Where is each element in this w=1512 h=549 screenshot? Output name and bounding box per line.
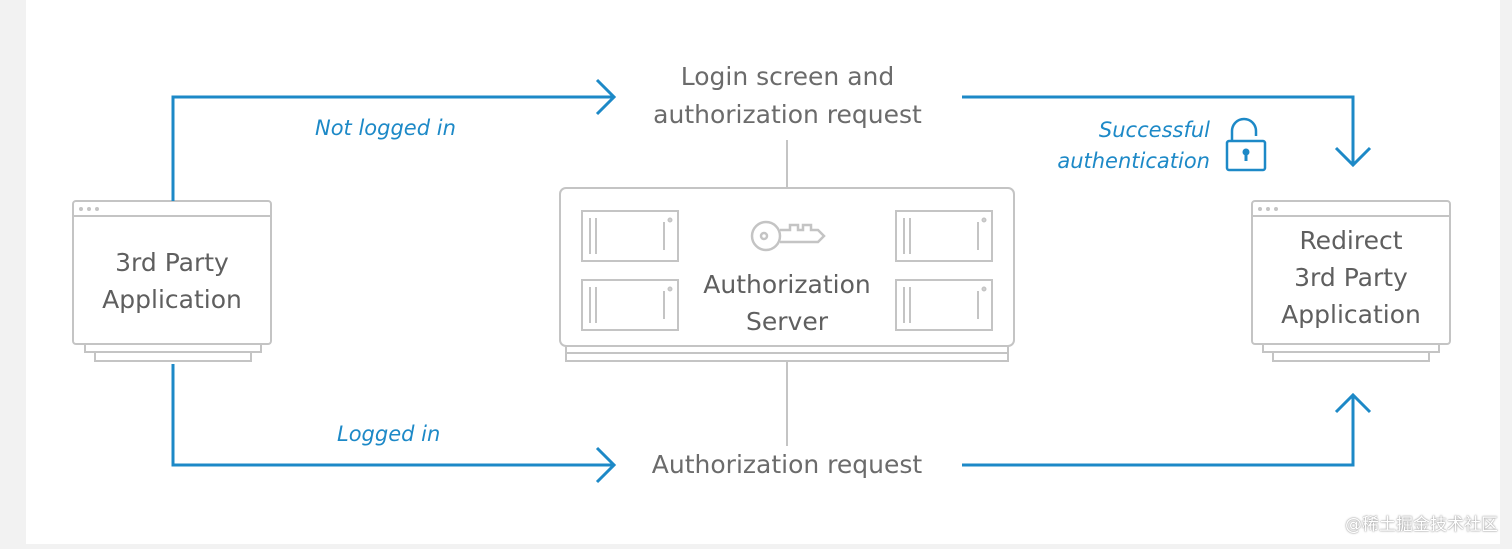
authorization-server-label: Authorization Server bbox=[703, 270, 871, 336]
flow-logged-in bbox=[171, 364, 617, 484]
server-unit-icon bbox=[581, 279, 679, 331]
server-unit-icon bbox=[895, 210, 993, 262]
logged-in-label: Logged in bbox=[337, 422, 441, 446]
flow-successful-auth bbox=[962, 95, 1372, 168]
flow-authorization-request bbox=[962, 392, 1372, 467]
not-logged-in-label: Not logged in bbox=[315, 116, 456, 140]
login-screen-label: Login screen and authorization request bbox=[653, 62, 922, 129]
authorization-request-label: Authorization request bbox=[651, 450, 923, 479]
server-unit-icon bbox=[895, 279, 993, 331]
redirect-app-window bbox=[1251, 200, 1451, 362]
flow-not-logged-in bbox=[171, 78, 617, 201]
watermark: @稀土掘金技术社区 bbox=[1345, 515, 1498, 535]
window-dots-icon bbox=[79, 207, 99, 211]
unlocked-padlock-icon bbox=[1225, 117, 1267, 172]
redirect-app-label: Redirect 3rd Party Application bbox=[1281, 226, 1421, 329]
third-party-app-label: 3rd Party Application bbox=[102, 248, 242, 314]
key-icon bbox=[750, 220, 826, 252]
authorization-server bbox=[559, 187, 1015, 362]
server-unit-icon bbox=[581, 210, 679, 262]
successful-authentication-label: Successful authentication bbox=[1057, 118, 1210, 173]
window-dots-icon bbox=[1258, 207, 1278, 211]
